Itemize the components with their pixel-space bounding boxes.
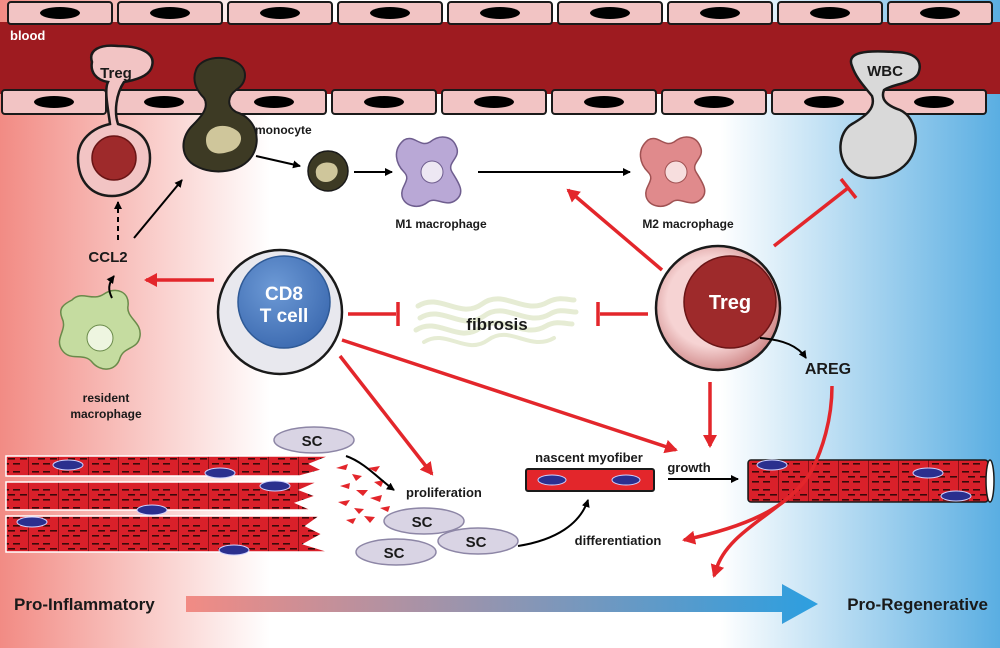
arrow-cd8-to-proliferation <box>338 354 434 476</box>
blood-label: blood <box>10 28 45 43</box>
wbc-extravasating: WBC <box>839 50 921 180</box>
areg-label: AREG <box>805 361 851 378</box>
bottom-endothelium <box>1 89 987 115</box>
wbc-label: WBC <box>867 63 903 80</box>
red-arrows <box>144 177 858 578</box>
sc-label-1: SC <box>302 433 323 450</box>
inhibit-treg-wbc <box>772 186 850 248</box>
sc-label-2: SC <box>412 514 433 531</box>
tissue-monocyte <box>307 150 349 192</box>
growth-label: growth <box>667 460 710 475</box>
sc-cell-mid: SC <box>383 507 465 535</box>
differentiation-label: differentiation <box>575 533 662 548</box>
inhibit-treg-wbc-bar <box>839 177 858 200</box>
sc-cell-top: SC <box>273 426 355 454</box>
sc-label-4: SC <box>466 534 487 551</box>
arrow-monocyte-to-tissue <box>255 155 301 169</box>
pro-inflammatory-label: Pro-Inflammatory <box>14 595 155 614</box>
arrow-cd8-to-growth <box>341 338 678 454</box>
ccl2-label: CCL2 <box>88 249 127 266</box>
m2-macrophage: M2 macrophage <box>639 136 734 231</box>
arrow-treg-to-areg <box>759 337 807 359</box>
resident-macrophage: resident macrophage <box>58 289 142 421</box>
treg-main-cell: Treg <box>654 244 782 372</box>
fiber-debris <box>336 464 390 524</box>
cd8-label-line1: CD8 <box>265 284 303 305</box>
treg-main-label: Treg <box>709 292 751 314</box>
cd8-label-line2: T cell <box>260 306 309 327</box>
sc-label-3: SC <box>384 545 405 562</box>
pro-regenerative-label: Pro-Regenerative <box>847 595 988 614</box>
injured-muscle-fibers <box>5 455 331 556</box>
resident-label-line2: macrophage <box>70 407 142 421</box>
blood-vessel: blood <box>0 1 1000 115</box>
cd8-t-cell: CD8 T cell <box>216 248 344 376</box>
arrow-ccl2-to-monocyte <box>133 179 183 239</box>
fibrosis-strands: fibrosis <box>413 296 579 348</box>
monocyte-extravasating: monocyte <box>182 56 312 173</box>
treg-extravasating: Treg <box>76 44 154 198</box>
arrow-sc-to-differentiation <box>517 499 590 547</box>
monocyte-label: monocyte <box>255 123 312 137</box>
arrow-areg-down <box>710 469 814 578</box>
m1-macrophage: M1 macrophage <box>395 136 487 231</box>
top-endothelium <box>7 1 993 25</box>
fibrosis-label: fibrosis <box>466 315 527 334</box>
m2-label: M2 macrophage <box>642 217 734 231</box>
inflammation-regeneration-axis: Pro-Inflammatory Pro-Regenerative <box>14 584 988 624</box>
axis-arrow <box>186 584 818 624</box>
arrow-sc-to-proliferation <box>345 455 395 491</box>
arrow-treg-to-m2 <box>566 188 664 272</box>
sc-cell-low-left: SC <box>355 538 437 566</box>
arrow-resident-to-ccl2 <box>106 275 115 299</box>
nascent-label: nascent myofiber <box>535 450 643 465</box>
m1-label: M1 macrophage <box>395 217 487 231</box>
proliferation-label: proliferation <box>406 485 482 500</box>
treg-vessel-label: Treg <box>100 65 132 82</box>
black-arrows <box>106 155 807 547</box>
satellite-cells: SC SC SC SC <box>273 426 519 566</box>
nascent-myofiber: nascent myofiber <box>525 450 655 492</box>
mature-myofiber <box>747 459 995 503</box>
resident-label-line1: resident <box>83 391 130 405</box>
sc-cell-low-right: SC <box>437 527 519 555</box>
